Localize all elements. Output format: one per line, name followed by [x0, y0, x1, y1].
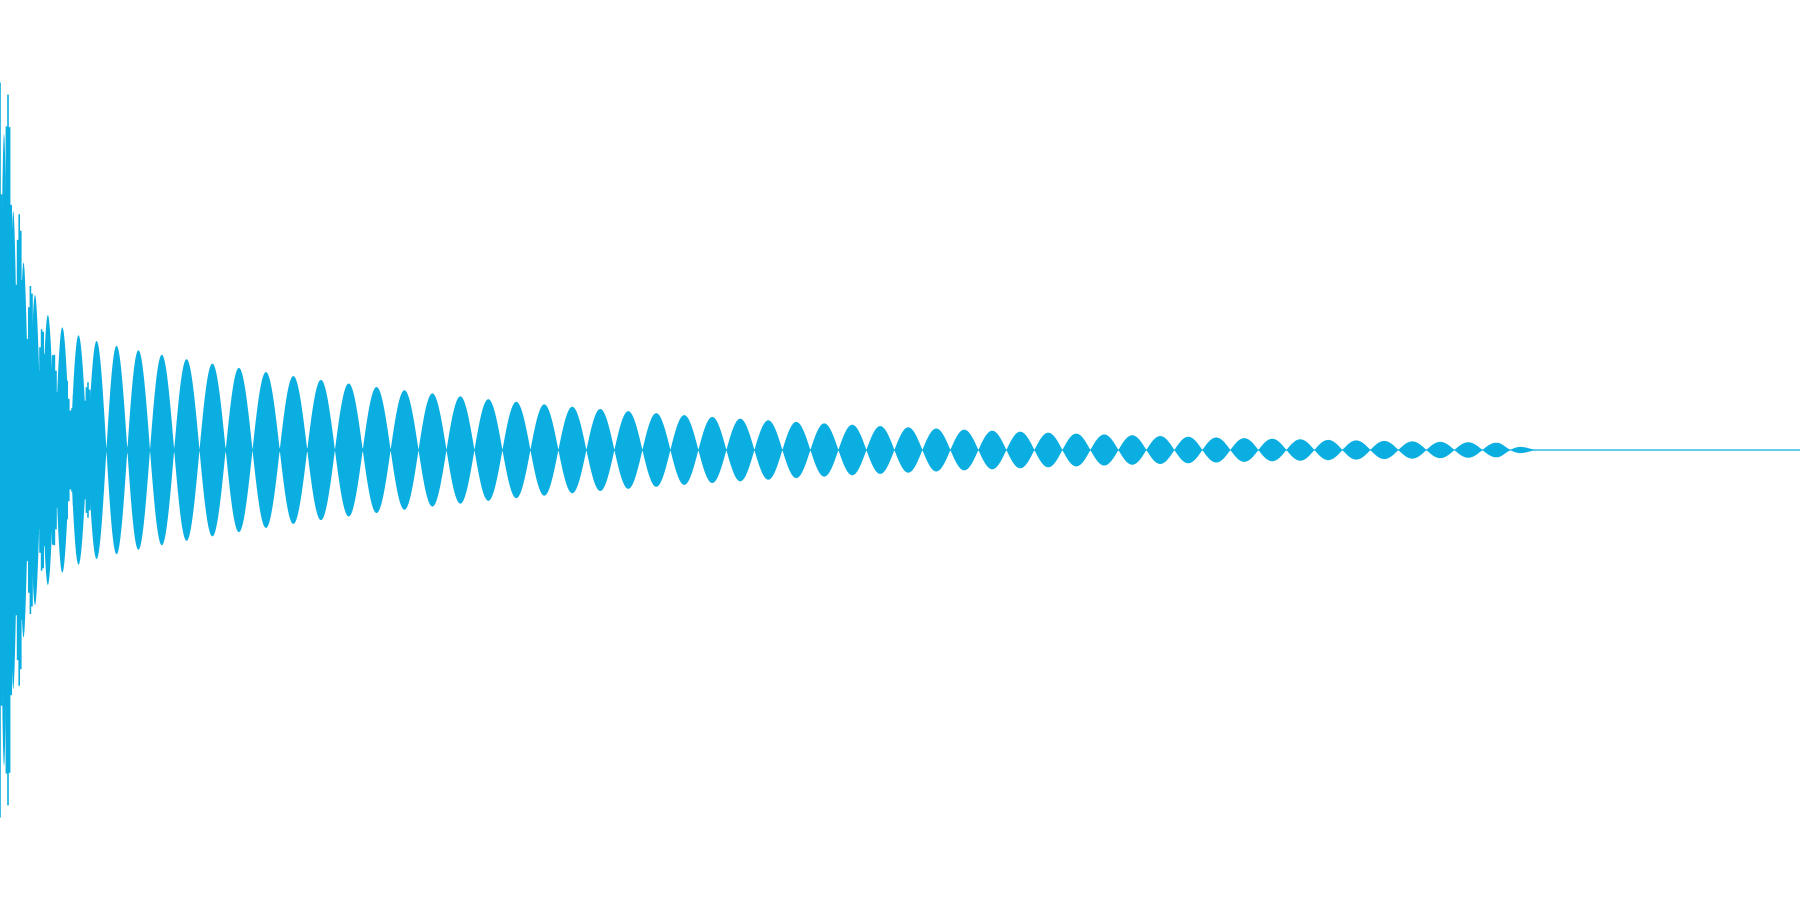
waveform-trace — [0, 82, 1800, 818]
